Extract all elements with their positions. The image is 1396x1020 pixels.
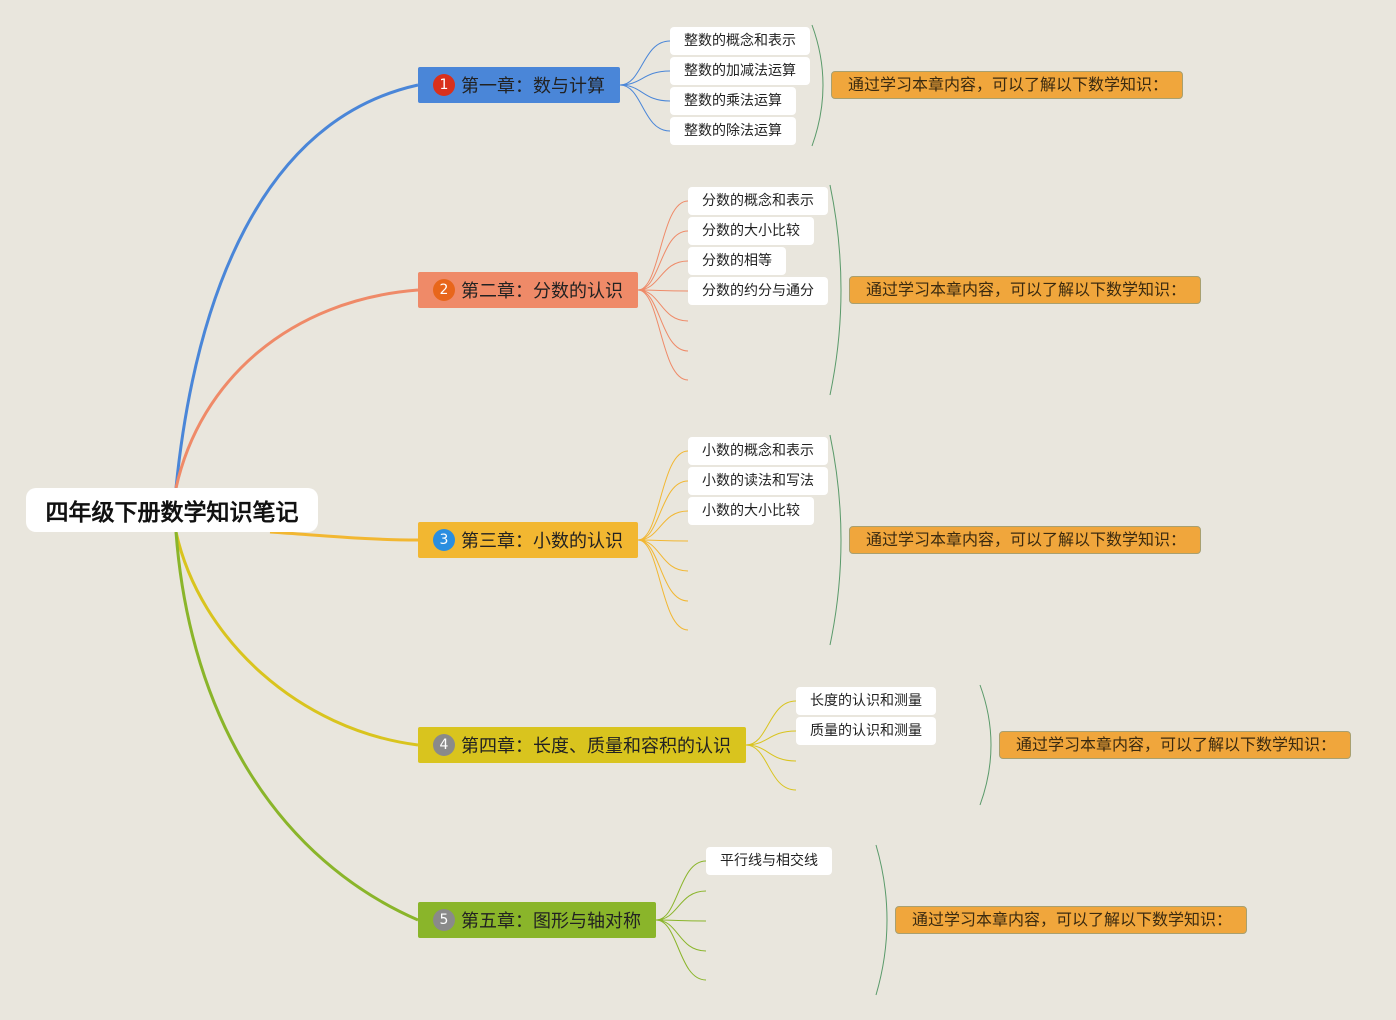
summary-label: 通过学习本章内容，可以了解以下数学知识：: [866, 280, 1187, 299]
topic-label: 小数的概念和表示: [702, 443, 814, 459]
number-badge-icon: 3: [433, 529, 455, 551]
sub-branch-line: [637, 289, 689, 322]
number-badge-icon: 5: [433, 909, 455, 931]
topic-label: 小数的读法和写法: [702, 473, 814, 489]
root-node[interactable]: 四年级下册数学知识笔记: [26, 488, 318, 532]
sub-branch-line: [655, 919, 707, 952]
topic-label: 平行线与相交线: [720, 853, 818, 869]
summary-label: 通过学习本章内容，可以了解以下数学知识：: [1016, 735, 1337, 754]
sub-branch-line: [637, 480, 689, 541]
topic-label: 整数的概念和表示: [684, 33, 796, 49]
sub-branch-line: [619, 40, 671, 86]
topic-node[interactable]: 分数的相等: [688, 247, 786, 275]
chapter-title: 第四章：长度、质量和容积的认识: [461, 736, 731, 757]
topic-node[interactable]: 分数的约分与通分: [688, 277, 828, 305]
sub-branch-line: [637, 289, 689, 352]
topic-label: 分数的大小比较: [702, 223, 800, 239]
topic-label: 整数的加减法运算: [684, 63, 796, 79]
summary-node[interactable]: 通过学习本章内容，可以了解以下数学知识：: [895, 906, 1247, 934]
topic-label: 分数的约分与通分: [702, 283, 814, 299]
summary-bracket: [829, 434, 842, 646]
sub-branch-line: [637, 450, 689, 541]
number-badge-icon: 2: [433, 279, 455, 301]
sub-branch-line: [637, 510, 689, 541]
topic-node[interactable]: 整数的除法运算: [670, 117, 796, 145]
branch-line: [174, 531, 419, 747]
sub-branch-line: [637, 539, 689, 631]
sub-branch-line: [745, 744, 797, 791]
branch-line: [174, 83, 419, 489]
topic-label: 小数的大小比较: [702, 503, 800, 519]
sub-branch-line: [619, 84, 671, 132]
topic-node[interactable]: 分数的大小比较: [688, 217, 814, 245]
summary-bracket: [875, 844, 888, 996]
topic-label: 质量的认识和测量: [810, 723, 922, 739]
sub-branch-line: [637, 200, 689, 291]
number-badge-icon: 4: [433, 734, 455, 756]
topic-node[interactable]: 小数的大小比较: [688, 497, 814, 525]
summary-label: 通过学习本章内容，可以了解以下数学知识：: [848, 75, 1169, 94]
sub-branch-line: [637, 539, 689, 602]
topic-label: 整数的除法运算: [684, 123, 782, 139]
summary-bracket: [829, 184, 842, 396]
chapter-2-node[interactable]: 2 第二章：分数的认识: [418, 272, 638, 308]
chapter-3-node[interactable]: 3 第三章：小数的认识: [418, 522, 638, 558]
chapter-title: 第五章：图形与轴对称: [461, 911, 641, 932]
branch-line: [174, 531, 419, 922]
summary-label: 通过学习本章内容，可以了解以下数学知识：: [866, 530, 1187, 549]
topic-label: 长度的认识和测量: [810, 693, 922, 709]
branch-line: [269, 530, 419, 542]
sub-branch-line: [637, 539, 689, 542]
chapter-title: 第一章：数与计算: [461, 76, 605, 97]
topic-node[interactable]: 整数的乘法运算: [670, 87, 796, 115]
topic-label: 分数的相等: [702, 253, 772, 269]
summary-node[interactable]: 通过学习本章内容，可以了解以下数学知识：: [999, 731, 1351, 759]
number-badge-icon: 1: [433, 74, 455, 96]
chapter-title: 第三章：小数的认识: [461, 531, 623, 552]
sub-branch-line: [637, 289, 689, 381]
sub-branch-line: [637, 539, 689, 572]
sub-branch-line: [655, 919, 707, 981]
topic-node[interactable]: 平行线与相交线: [706, 847, 832, 875]
summary-node[interactable]: 通过学习本章内容，可以了解以下数学知识：: [849, 276, 1201, 304]
topic-node[interactable]: 长度的认识和测量: [796, 687, 936, 715]
chapter-4-node[interactable]: 4 第四章：长度、质量和容积的认识: [418, 727, 746, 763]
topic-node[interactable]: 分数的概念和表示: [688, 187, 828, 215]
sub-branch-line: [637, 260, 689, 291]
sub-branch-line: [637, 289, 689, 292]
sub-branch-line: [745, 700, 797, 746]
summary-node[interactable]: 通过学习本章内容，可以了解以下数学知识：: [849, 526, 1201, 554]
chapter-5-node[interactable]: 5 第五章：图形与轴对称: [418, 902, 656, 938]
sub-branch-line: [619, 70, 671, 86]
sub-branch-line: [745, 744, 797, 762]
root-title: 四年级下册数学知识笔记: [45, 500, 299, 526]
sub-branch-line: [655, 890, 707, 921]
chapter-title: 第二章：分数的认识: [461, 281, 623, 302]
summary-bracket: [811, 24, 824, 147]
topic-node[interactable]: 小数的概念和表示: [688, 437, 828, 465]
chapter-1-node[interactable]: 1 第一章：数与计算: [418, 67, 620, 103]
topic-node[interactable]: 整数的加减法运算: [670, 57, 810, 85]
summary-label: 通过学习本章内容，可以了解以下数学知识：: [912, 910, 1233, 929]
topic-node[interactable]: 质量的认识和测量: [796, 717, 936, 745]
topic-label: 分数的概念和表示: [702, 193, 814, 209]
sub-branch-line: [619, 84, 671, 102]
sub-branch-line: [745, 730, 797, 746]
sub-branch-line: [655, 919, 707, 922]
branch-line: [174, 288, 419, 489]
topic-label: 整数的乘法运算: [684, 93, 782, 109]
topic-node[interactable]: 小数的读法和写法: [688, 467, 828, 495]
sub-branch-line: [637, 230, 689, 291]
topic-node[interactable]: 整数的概念和表示: [670, 27, 810, 55]
summary-node[interactable]: 通过学习本章内容，可以了解以下数学知识：: [831, 71, 1183, 99]
sub-branch-line: [655, 860, 707, 921]
summary-bracket: [979, 684, 992, 806]
